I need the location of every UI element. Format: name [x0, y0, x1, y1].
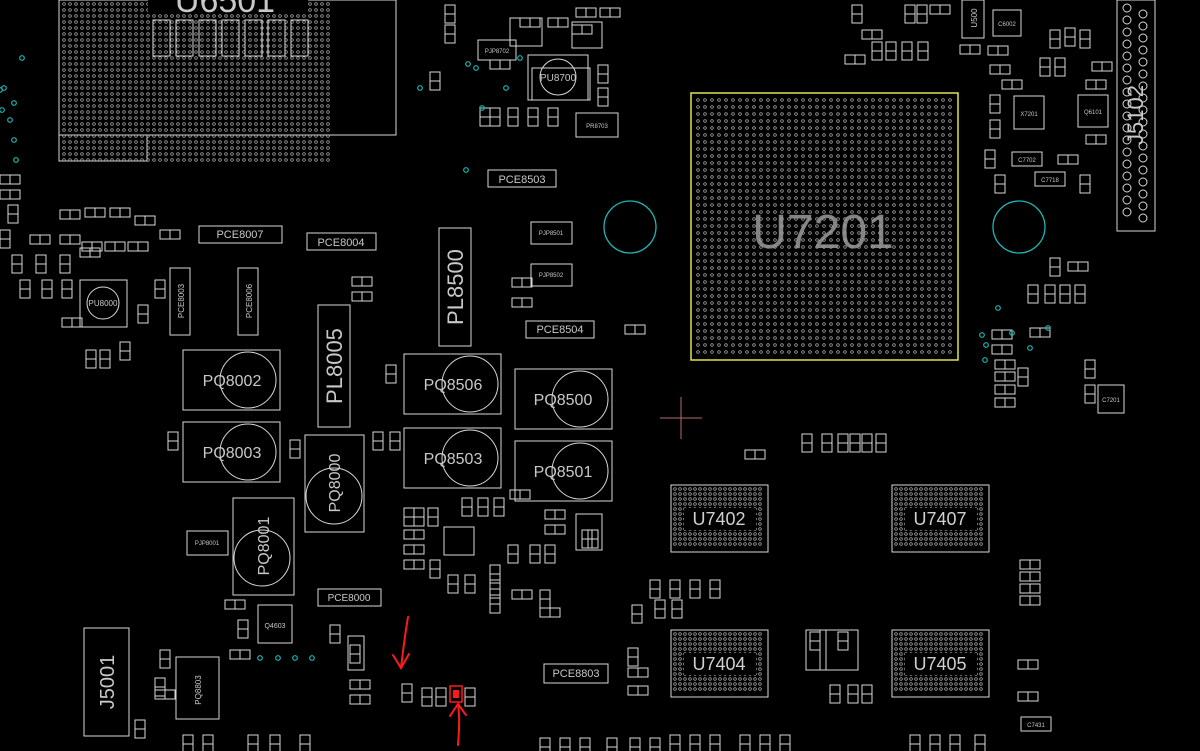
component-c7718[interactable]: C7718	[1034, 171, 1066, 187]
c6002-label: C6002	[998, 22, 1016, 28]
component-c7702[interactable]: C7702	[1011, 151, 1043, 167]
q4603-label: Q4603	[264, 623, 285, 630]
u7201-highlight-outline	[690, 92, 959, 361]
q6101-label: Q6101	[1084, 110, 1103, 116]
component-pq8000[interactable]: PQ8000	[304, 434, 365, 533]
via-dots	[0, 55, 1051, 661]
component-pu8000[interactable]: PU8000	[79, 279, 128, 328]
component-pq8500[interactable]: PQ8500	[514, 368, 613, 430]
pq8503-label: PQ8503	[424, 451, 483, 468]
u7405-label: U7405	[913, 654, 966, 674]
pq8003-label: PQ8003	[203, 445, 262, 462]
u7402-label: U7402	[692, 509, 745, 529]
component-pq8503[interactable]: PQ8503	[403, 427, 502, 489]
u7407-label: U7407	[913, 509, 966, 529]
component-u6501[interactable]: U6501	[58, 0, 397, 162]
c7201-label: C7201	[1102, 398, 1120, 404]
x7201-label: X7201	[1020, 112, 1038, 118]
pr8703-label: PR8703	[586, 124, 608, 130]
component-pq8803[interactable]: PQ8803	[175, 656, 220, 720]
j5001-label: J5001	[97, 655, 119, 710]
pq8000-label: PQ8000	[327, 454, 344, 513]
component-pq8002[interactable]: PQ8002	[182, 349, 281, 411]
c7702-label: C7702	[1018, 158, 1036, 164]
jumper-pjp8501[interactable]: PJP8501	[530, 221, 573, 245]
pq8500-label: PQ8500	[534, 392, 593, 409]
cap-pce8003[interactable]: PCE8003	[169, 267, 191, 336]
pce8004-label: PCE8004	[317, 237, 364, 249]
component-pq8003[interactable]: PQ8003	[182, 421, 281, 483]
connector-j5102[interactable]: J5102	[1116, 0, 1156, 232]
component-c7431[interactable]: C7431	[1020, 716, 1052, 732]
pq8002-label: PQ8002	[203, 373, 262, 390]
pjp8702-label: PJP8702	[485, 49, 510, 55]
pq8506-label: PQ8506	[424, 377, 483, 394]
cap-pce8007[interactable]: PCE8007	[198, 225, 283, 244]
cap-pce8004[interactable]: PCE8004	[306, 232, 377, 251]
cap-pce8803[interactable]: PCE8803	[543, 663, 609, 684]
component-pq8506[interactable]: PQ8506	[403, 353, 502, 415]
pq8501-label: PQ8501	[534, 464, 593, 481]
component-q6101[interactable]: Q6101	[1077, 94, 1109, 128]
pce8006-label: PCE8006	[245, 283, 254, 318]
pce8503-label: PCE8503	[498, 174, 545, 186]
pjp8001-label: PJP8001	[195, 541, 220, 547]
component-u7407[interactable]: U7407	[891, 484, 990, 553]
component-u7201[interactable]: U7201	[690, 92, 959, 361]
cap-pce8000[interactable]: PCE8000	[317, 588, 382, 607]
pjp8502-label: PJP8502	[539, 273, 564, 279]
pce8003-label: PCE8003	[177, 283, 186, 318]
component-pl8005[interactable]: PL8005	[317, 304, 351, 428]
component-c6002[interactable]: C6002	[992, 9, 1022, 37]
jumper-pjp8502[interactable]: PJP8502	[530, 263, 573, 287]
u6501-inner-caps	[152, 19, 309, 57]
crosshair-icon	[660, 397, 702, 439]
pq8803-label: PQ8803	[194, 675, 203, 705]
c7431-label: C7431	[1027, 723, 1045, 729]
resistor-pr8703[interactable]: PR8703	[575, 112, 619, 138]
pce8000-label: PCE8000	[328, 593, 371, 604]
u7404-label: U7404	[692, 654, 745, 674]
small-smd-parts	[0, 4, 1113, 751]
pl8500-label: PL8500	[443, 249, 468, 325]
target-component[interactable]	[449, 685, 463, 703]
u500-label: U500	[970, 8, 979, 28]
pu8000-label: PU8000	[89, 299, 118, 308]
pl8005-label: PL8005	[322, 328, 347, 404]
pce8504-label: PCE8504	[536, 324, 583, 336]
component-u500[interactable]: U500	[961, 0, 985, 39]
pu8700-label: PU8700	[540, 73, 577, 84]
pce8803-label: PCE8803	[552, 668, 599, 680]
component-u7405[interactable]: U7405	[891, 629, 990, 698]
component-q4603[interactable]: Q4603	[257, 604, 293, 644]
cap-pce8503[interactable]: PCE8503	[487, 169, 557, 188]
component-u7402[interactable]: U7402	[670, 484, 769, 553]
component-u7404[interactable]: U7404	[670, 629, 769, 698]
component-pq8001[interactable]: PQ8001	[232, 497, 295, 596]
j5102-label: J5102	[1123, 85, 1148, 145]
u6501-label: U6501	[175, 0, 275, 20]
jumper-pjp8001[interactable]: PJP8001	[186, 530, 229, 556]
mounting-hole-left	[603, 200, 657, 254]
red-arrow-icon	[392, 616, 467, 746]
component-pl8500[interactable]: PL8500	[438, 227, 472, 347]
mounting-hole-right	[992, 200, 1046, 254]
component-c7201[interactable]: C7201	[1097, 384, 1125, 414]
cap-pce8006[interactable]: PCE8006	[237, 267, 259, 336]
pce8007-label: PCE8007	[216, 229, 263, 241]
connector-j5001[interactable]: J5001	[83, 627, 130, 737]
pjp8501-label: PJP8501	[539, 231, 564, 237]
pq8001-label: PQ8001	[256, 517, 273, 576]
u7201-label: U7201	[752, 206, 893, 259]
c7718-label: C7718	[1041, 178, 1059, 184]
cap-pce8504[interactable]: PCE8504	[525, 320, 595, 339]
component-pq8501[interactable]: PQ8501	[514, 440, 613, 502]
component-x7201[interactable]: X7201	[1013, 95, 1045, 130]
